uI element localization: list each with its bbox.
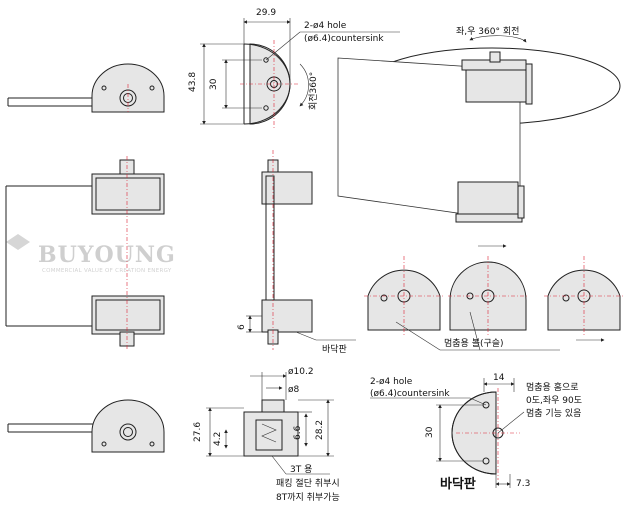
rotation-stage-3 xyxy=(544,256,624,342)
label-stop-hole-3: 멈춤 기능 있음 xyxy=(526,407,581,419)
label-stop-hole-1: 멈춤용 홈으로 xyxy=(526,381,579,393)
callout-stop-ball: 멈춤용 볼(구슬) xyxy=(395,311,560,351)
label-thickness-1: 3T 용 xyxy=(290,464,312,475)
rotation-stage-1 xyxy=(364,256,444,336)
label-thickness-3: 8T까지 취부가능 xyxy=(276,492,340,503)
dim-height-inner: 30 xyxy=(209,78,219,90)
hinge-side-view-1: 29.9 43.8 30 2-ø4 hole (ø6.4)countersink… xyxy=(188,8,400,130)
watermark-brand-2: BUYOUNG xyxy=(38,242,176,268)
bottom-plate-view: 2-ø4 hole (ø6.4)countersink 14 30 7.3 멈춤… xyxy=(370,373,582,492)
dim-w-7-3: 7.3 xyxy=(516,479,530,489)
watermark-left: BUYOUNG COMMERCIAL VALUE OF CREATION ENE… xyxy=(6,234,176,274)
label-hole-b1: 2-ø4 hole xyxy=(370,377,413,387)
dim-dia-inner: ø8 xyxy=(288,385,300,395)
label-stop-hole-2: 0도,좌우 90도 xyxy=(526,395,582,406)
dim-h-4-2: 4.2 xyxy=(213,432,223,446)
dim-stop-height: 6 xyxy=(237,324,247,330)
label-rotation: 회전360° xyxy=(308,72,319,110)
label-hole-b2: (ø6.4)countersink xyxy=(370,389,450,399)
hinge-side-section: 6 바닥판 xyxy=(237,150,356,355)
label-bottom-plate: 바닥판 xyxy=(322,344,347,355)
label-rotate-360: 좌,우 360° 회전 xyxy=(456,26,519,37)
dim-h-6-6: 6.6 xyxy=(293,425,303,440)
dim-height-outer: 43.8 xyxy=(188,72,198,92)
dim-h-27-6: 27.6 xyxy=(193,422,203,442)
label-hole-2: (ø6.4)countersink xyxy=(304,34,384,44)
dim-dia-outer: ø10.2 xyxy=(288,367,314,377)
dim-w-14: 14 xyxy=(493,373,505,383)
label-thickness-2: 패킹 절단 취부시 xyxy=(276,477,340,489)
dim-h-28-2: 28.2 xyxy=(315,420,325,440)
glass-door-3d-view: 좌,우 360° 회전 xyxy=(337,26,621,223)
hinge-front-view xyxy=(5,156,165,350)
label-hole-1: 2-ø4 hole xyxy=(304,21,347,31)
rotation-stage-2 xyxy=(448,244,528,336)
label-bottom-plate-big: 바닥판 xyxy=(440,476,476,492)
hinge-detail-section: ø10.2 ø8 27.6 4.2 6.6 28.2 3T 용 패킹 절단 취부… xyxy=(193,367,340,503)
dim-h-30-b: 30 xyxy=(425,426,435,438)
dim-width-top: 29.9 xyxy=(256,8,276,18)
label-stop-ball: 멈춤용 볼(구슬) xyxy=(444,338,504,349)
hinge-top-view-1 xyxy=(7,63,165,113)
hinge-top-view-2 xyxy=(7,399,165,453)
watermark-tagline-2: COMMERCIAL VALUE OF CREATION ENERGY xyxy=(42,268,172,274)
